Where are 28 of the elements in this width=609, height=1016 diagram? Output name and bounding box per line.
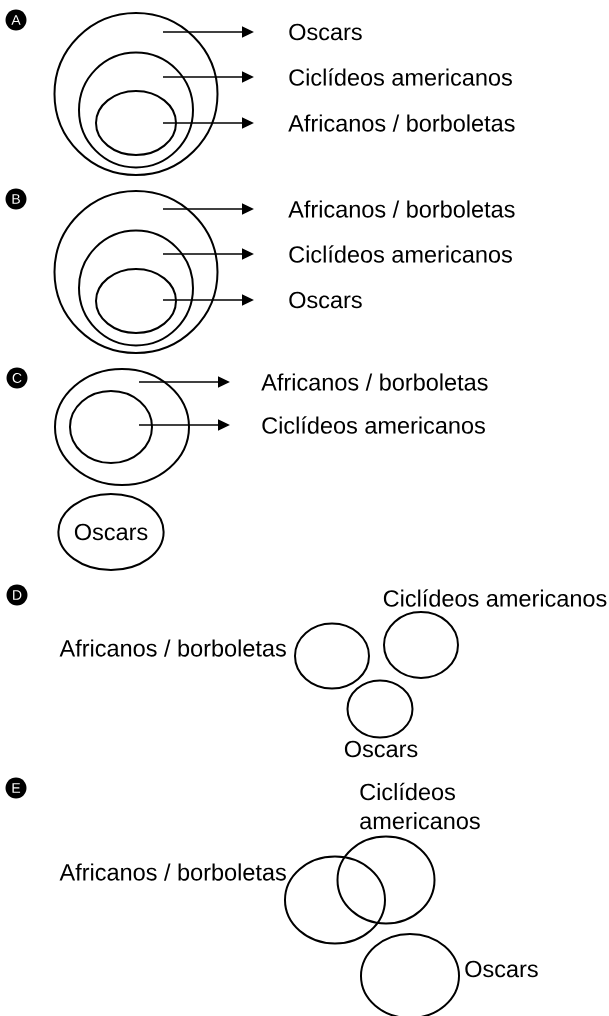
set-label: Africanos / borboletas (59, 863, 286, 881)
set-label: Oscars (289, 291, 362, 309)
set-label: Africanos / borboletas (288, 200, 515, 218)
ellipse (336, 835, 436, 925)
set-label: Africanos / borboletas (261, 373, 488, 391)
ellipse (53, 12, 219, 176)
ellipse (69, 390, 153, 464)
set-label: Africanos / borboletas (59, 639, 286, 657)
set-label: Ciclídeos americanos (289, 68, 512, 86)
set-label: Ciclídeos americanos (383, 589, 607, 607)
set-label: Ciclídeos americanos (360, 782, 480, 830)
ellipse-label: Oscars (57, 493, 165, 571)
set-label: Ciclídeos americanos (262, 416, 485, 434)
ellipse (294, 622, 370, 690)
set-label: Oscars (344, 740, 418, 758)
ellipse (54, 368, 190, 486)
set-label: Oscars (465, 960, 538, 978)
ellipse (95, 268, 177, 334)
ellipse (78, 229, 194, 347)
ellipse (53, 190, 219, 354)
set-label: Africanos / borboletas (288, 114, 515, 132)
set-label: Oscars (289, 23, 362, 41)
ellipse (346, 679, 414, 739)
ellipse (284, 855, 386, 945)
ellipse (95, 90, 177, 156)
set-label: Ciclídeos americanos (289, 245, 512, 263)
ellipse (78, 51, 194, 169)
ellipse (383, 611, 459, 679)
